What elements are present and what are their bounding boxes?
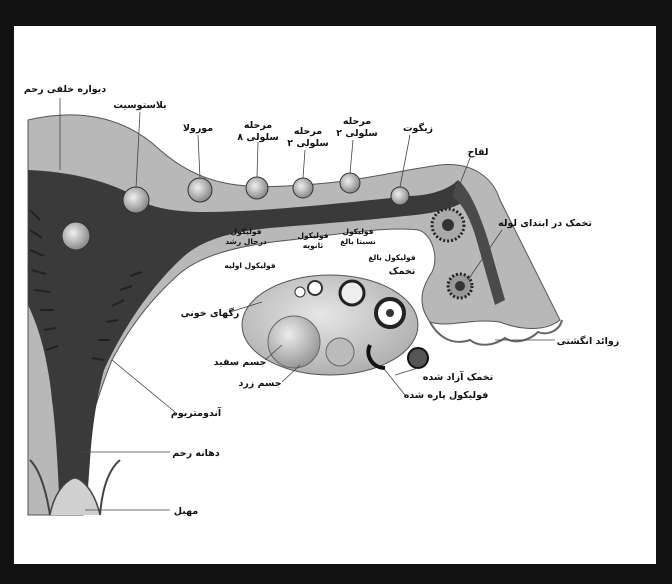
label-secondary-follicle-line2: ثانویه [303, 241, 324, 250]
label-vagina: مهبل [174, 506, 199, 517]
label-growing-follicle-line2: درحال رشد [225, 237, 267, 246]
label-cervix-opening: دهانه رحم [172, 448, 220, 459]
label-released-egg: تخمک آزاد شده [423, 370, 493, 383]
label-nearly-mature-line2: نسبتا بالغ [340, 237, 376, 246]
label-fertilization: لقاح [468, 147, 489, 158]
label-egg: تخمک [389, 266, 416, 277]
label-egg-tube: تخمک در ابتدای لوله [498, 218, 592, 229]
label-blastocyst: بلاستوسیت [113, 100, 166, 111]
label-secondary-follicle-line1: فولیکول [297, 231, 328, 240]
label-blood-vessels: رگهای خونی [181, 307, 240, 319]
label-stage2-line1: مرحله [294, 126, 322, 137]
label-zygote: زیگوت [403, 122, 433, 134]
label-ruptured-follicle: فولیکول پاره شده [404, 390, 489, 401]
label-primary-follicle: فولیکول اولیه [224, 261, 275, 270]
label-stage8-line2: ۸ سلولی [237, 132, 278, 143]
label-morula: مورولا [183, 123, 213, 134]
label-nearly-mature-line1: فولیکول [342, 227, 373, 236]
label-corpus-luteum: جسم زرد [238, 378, 281, 389]
label-stage2-line2: ۲ سلولی [287, 138, 328, 149]
label-growing-follicle-line1: فولیکول [230, 227, 261, 236]
label-stage8-line1: مرحله [244, 120, 272, 131]
label-stage2b-line1: مرحله [343, 116, 371, 127]
label-fimbriae: زوائد انگشتی [557, 335, 620, 347]
label-mature-follicle: فولیکول بالغ [368, 253, 415, 262]
label-posterior-wall: دیواره خلفی رحم [24, 84, 106, 95]
label-corpus-albicans: جسم سفید [214, 357, 267, 368]
label-endometrium: آندومتریوم [171, 406, 222, 419]
label-stage2b-line2: ۲ سلولی [336, 128, 377, 139]
